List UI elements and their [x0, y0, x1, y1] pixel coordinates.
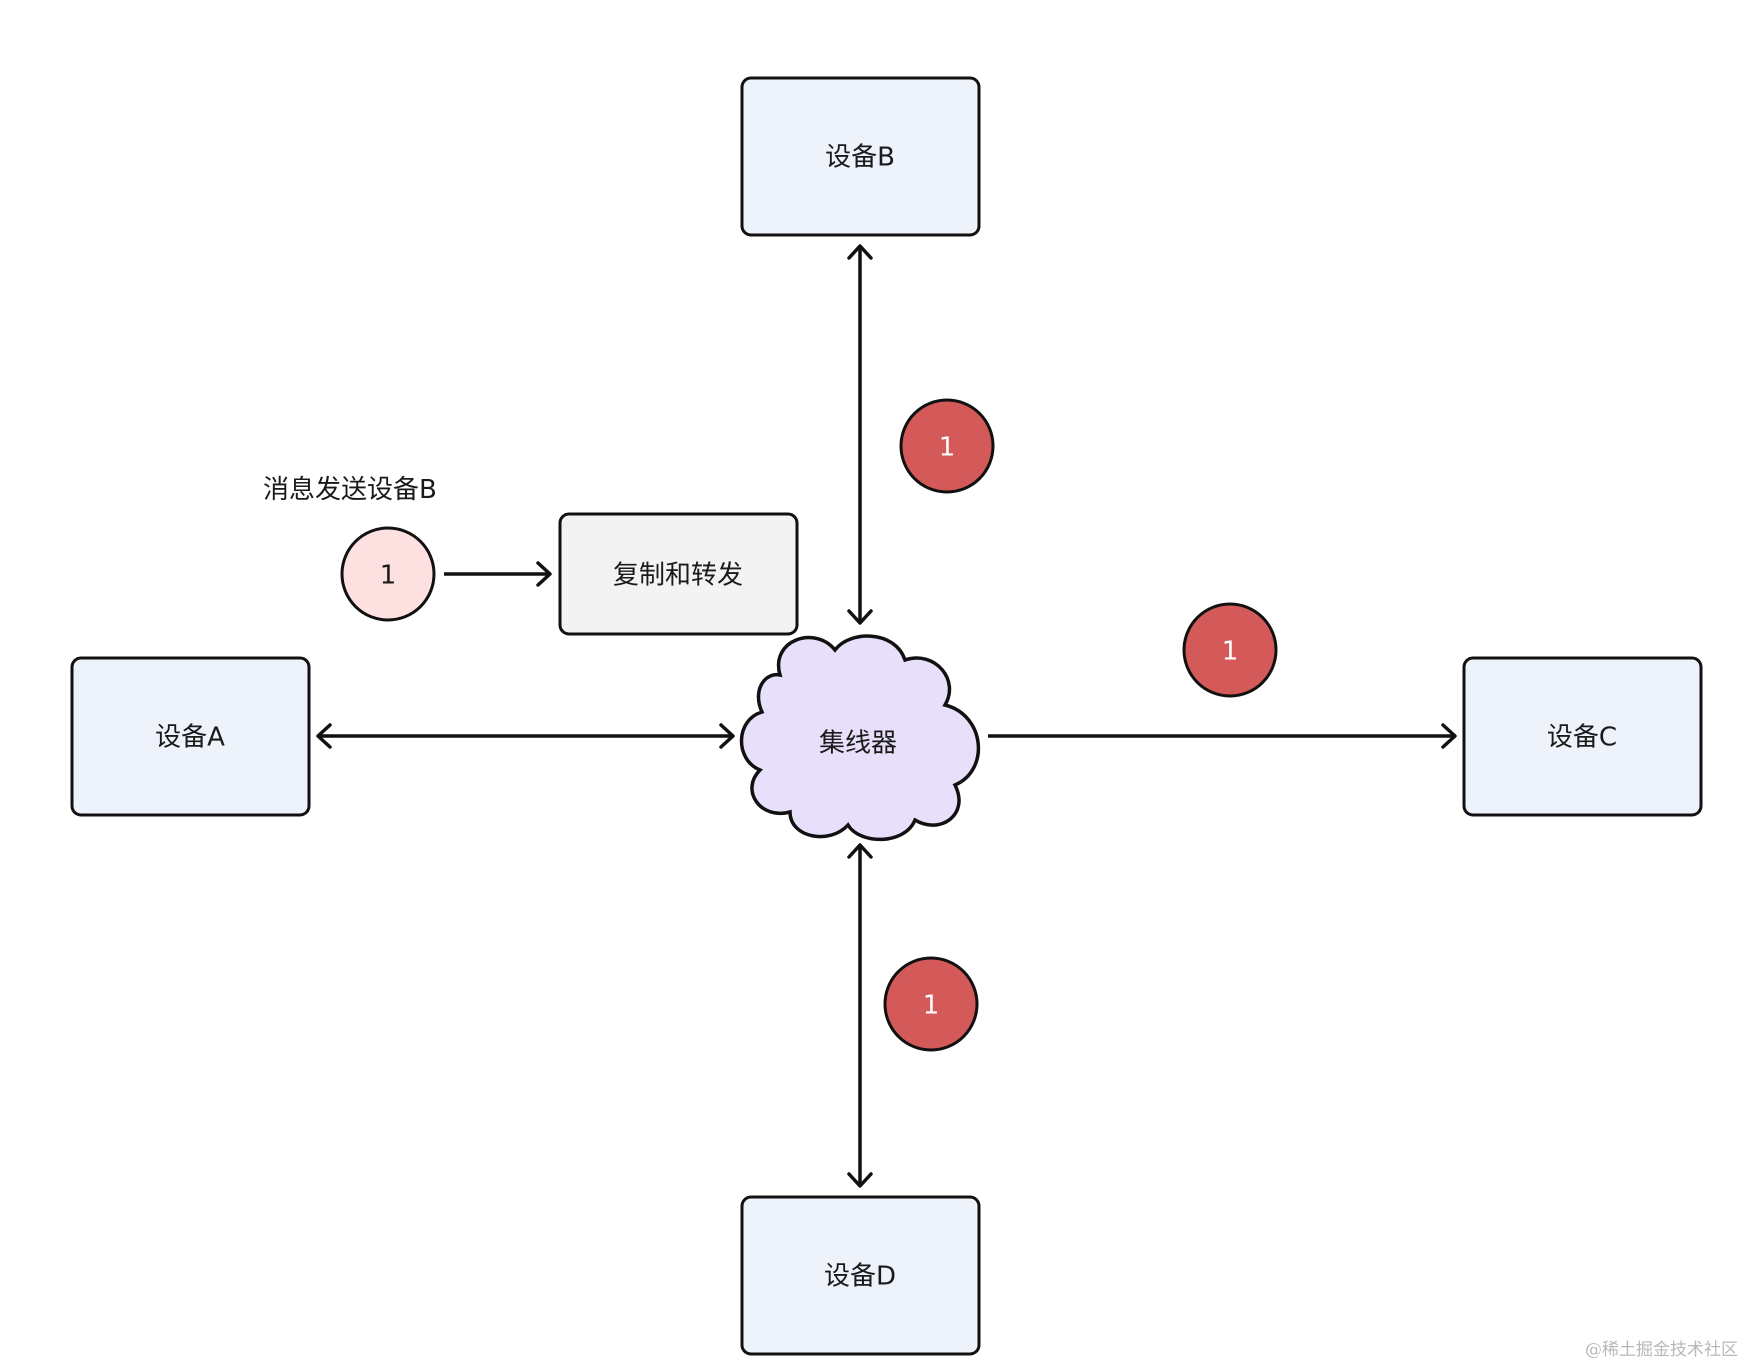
connector-packet-process: [444, 561, 552, 587]
connector-hub-device-c: [988, 723, 1457, 749]
badge-to-device-b: 1: [899, 398, 995, 494]
arrowhead-up: [847, 843, 873, 859]
hub-node: 集线器: [739, 634, 981, 842]
cloud-icon: [739, 634, 981, 842]
arrowhead-down: [847, 1172, 873, 1188]
copy-forward-node: 复制和转发: [558, 512, 799, 636]
arrowhead-right: [536, 561, 552, 587]
device-c-label: 设备C: [1547, 723, 1617, 753]
arrowhead-left: [316, 723, 332, 749]
arrowhead-right: [719, 723, 735, 749]
device-b-label: 设备B: [825, 143, 895, 173]
device-a-node: 设备A: [70, 656, 311, 817]
packet-badge-label: 1: [380, 561, 397, 591]
hub-label: 集线器: [819, 729, 897, 759]
badge-to-device-c: 1: [1182, 602, 1278, 698]
arrowhead-up: [847, 244, 873, 260]
badge-to-device-b-label: 1: [939, 433, 956, 463]
device-d-label: 设备D: [824, 1262, 896, 1292]
device-a-label: 设备A: [155, 723, 225, 753]
badge-to-device-d: 1: [883, 956, 979, 1052]
message-caption: 消息发送设备B: [263, 475, 437, 505]
arrowhead-right: [1441, 723, 1457, 749]
packet-badge: 1: [340, 526, 436, 622]
device-d-node: 设备D: [740, 1195, 981, 1356]
arrowhead-down: [847, 609, 873, 625]
watermark: @稀土掘金技术社区: [1585, 1340, 1738, 1360]
connector-device-a-hub: [316, 723, 735, 749]
connector-hub-device-b: [847, 244, 873, 625]
device-b-node: 设备B: [740, 76, 981, 237]
connector-hub-device-d: [847, 843, 873, 1188]
badge-to-device-c-label: 1: [1222, 637, 1239, 667]
copy-forward-label: 复制和转发: [613, 561, 743, 591]
device-c-node: 设备C: [1462, 656, 1703, 817]
badge-to-device-d-label: 1: [923, 991, 940, 1021]
